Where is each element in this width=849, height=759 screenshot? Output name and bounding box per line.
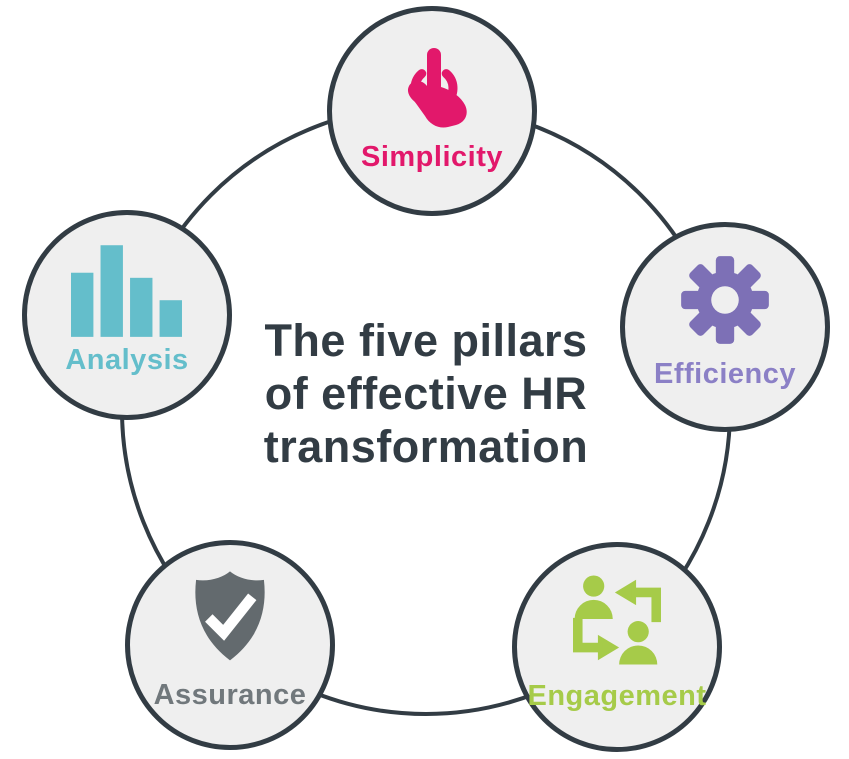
pillar-assurance: Assurance — [125, 540, 335, 750]
bar-chart-icon — [71, 239, 183, 337]
pillar-efficiency: Efficiency — [620, 222, 830, 432]
diagram-title: The five pillars of effective HR transfo… — [156, 314, 696, 473]
pillar-label-analysis: Analysis — [65, 344, 189, 376]
pillar-label-simplicity: Simplicity — [361, 141, 503, 173]
pillar-analysis: Analysis — [22, 210, 232, 420]
pillar-label-engagement: Engagement — [527, 680, 707, 712]
pillar-engagement: Engagement — [512, 542, 722, 752]
title-line-2: of effective HR — [264, 368, 588, 419]
people-exchange-icon — [564, 567, 670, 673]
pillar-simplicity: Simplicity — [327, 6, 537, 216]
title-line-1: The five pillars — [264, 315, 588, 366]
shield-check-icon — [177, 564, 283, 672]
pillar-label-assurance: Assurance — [153, 679, 307, 711]
tap-icon — [382, 34, 482, 134]
gear-icon — [674, 249, 776, 351]
pillar-label-efficiency: Efficiency — [654, 358, 796, 390]
title-line-3: transformation — [263, 421, 589, 472]
